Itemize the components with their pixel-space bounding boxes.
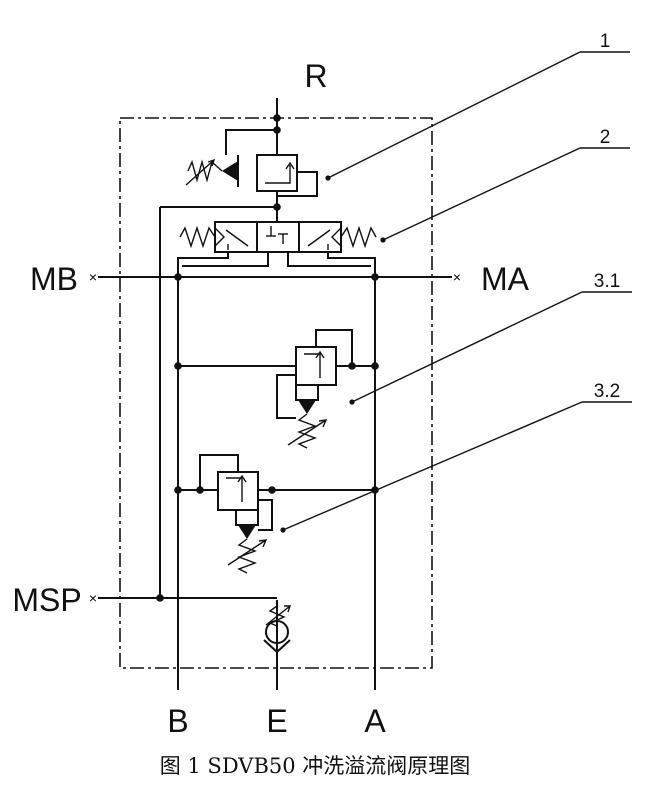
port-label-r: R: [304, 58, 327, 94]
port-label-mb: MB: [30, 261, 78, 297]
callout-3-1: 3.1: [594, 271, 620, 292]
msp-x-mark: ×: [89, 590, 97, 606]
shuttle-valve-2: [177, 221, 377, 267]
figure-caption: 图 1 SDVB50 冲洗溢流阀原理图: [160, 754, 471, 778]
port-label-e: E: [266, 703, 287, 739]
relief-valve-3-2: [178, 454, 375, 574]
leader-lines: [282, 51, 632, 531]
leader-dot-3-2: [280, 527, 286, 533]
port-label-ma: MA: [481, 261, 530, 297]
relief-valve-3-1: [178, 329, 375, 449]
callout-3-2: 3.2: [594, 381, 620, 402]
port-label-a: A: [364, 703, 386, 739]
leader-dot-3-1: [349, 399, 355, 405]
port-label-b: B: [167, 703, 188, 739]
check-valve-e: [263, 605, 291, 660]
relief-valve-1: [185, 129, 318, 197]
mb-x-mark: ×: [89, 269, 97, 285]
callout-1: 1: [600, 31, 611, 52]
leader-dot-2: [380, 237, 386, 243]
ma-x-mark: ×: [453, 269, 461, 285]
callout-2: 2: [600, 127, 611, 148]
junction-dots: [156, 114, 379, 602]
leader-dot-1: [325, 175, 331, 181]
port-label-msp: MSP: [12, 582, 81, 618]
